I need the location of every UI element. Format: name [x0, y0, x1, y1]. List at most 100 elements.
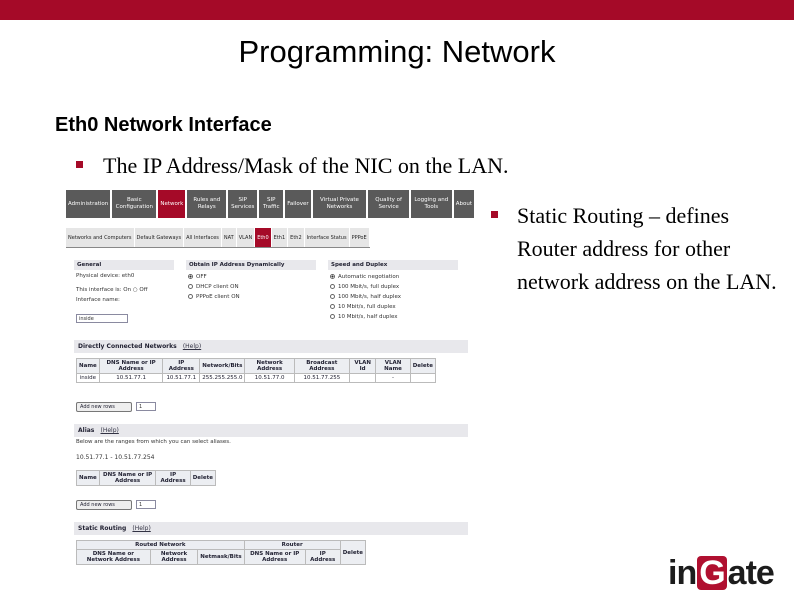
slide-title: Programming: Network [238, 34, 556, 69]
static-routing-section: Static Routing (Help) [74, 522, 468, 535]
bullet-text: The IP Address/Mask of the NIC on the LA… [103, 153, 509, 178]
sub-tab[interactable]: Eth2 [288, 228, 304, 247]
alias-range: 10.51.77.1 - 10.51.77.254 [76, 454, 155, 461]
radio-icon[interactable] [330, 284, 335, 289]
add-rows-count-input[interactable]: 1 [136, 402, 156, 411]
column-header: Delete [339, 540, 367, 565]
nav-tab[interactable]: Virtual Private Networks [312, 190, 367, 218]
radio-label: Automatic negotiation [338, 274, 400, 280]
radio-icon[interactable] [188, 284, 193, 289]
column-header: Netmask/Bits [197, 549, 245, 565]
table-cell[interactable]: 10.51.77.1 [162, 373, 201, 383]
table-cell[interactable]: 10.51.77.1 [98, 373, 164, 383]
radio-icon[interactable] [330, 304, 335, 309]
column-header: Delete [409, 358, 437, 374]
radio-icon[interactable] [330, 274, 335, 279]
radio-option[interactable]: DHCP client ON [188, 284, 239, 290]
sub-tab[interactable]: Eth0 [255, 228, 271, 247]
radio-option[interactable]: OFF [188, 274, 207, 280]
alias-note: Below are the ranges from which you can … [76, 439, 231, 445]
radio-option[interactable]: PPPoE client ON [188, 294, 240, 300]
nav-tab[interactable]: Network [158, 190, 186, 218]
ingate-logo: inGate [668, 554, 775, 592]
help-link[interactable]: (Help) [182, 343, 202, 350]
nav-tab[interactable]: Basic Configuration [112, 190, 157, 218]
static-routing-table: Routed Network Router Delete DNS Name or… [76, 540, 367, 565]
interface-name-input[interactable]: inside [76, 314, 128, 323]
alias-section: Alias (Help) [74, 424, 468, 437]
column-header: VLAN Id [348, 358, 377, 374]
nav-tab[interactable]: Quality of Service [368, 190, 409, 218]
interface-name-label: Interface name: [76, 297, 120, 303]
sub-tab[interactable]: Default Gateways [134, 228, 184, 247]
radio-icon[interactable] [330, 294, 335, 299]
column-header: Network/Bits [199, 358, 246, 374]
nav-tab[interactable]: Administration [66, 190, 111, 218]
sub-tab[interactable]: NAT [221, 228, 236, 247]
sub-tab[interactable]: Eth1 [271, 228, 288, 247]
nav-tab[interactable]: Rules and Relays [187, 190, 227, 218]
nav-tab[interactable]: Logging and Tools [410, 190, 452, 218]
radio-icon[interactable] [188, 274, 193, 279]
radio-icon[interactable] [330, 314, 335, 319]
sub-tab[interactable]: Networks and Computers [66, 228, 134, 247]
logo-text-pre: in [668, 554, 697, 592]
table-cell[interactable] [409, 373, 437, 383]
directly-connected-section: Directly Connected Networks (Help) [74, 340, 468, 353]
sub-tab[interactable]: All Interfaces [184, 228, 221, 247]
add-rows-button[interactable]: Add new rows [76, 402, 132, 412]
column-header: Name [76, 358, 100, 374]
nav-tab[interactable]: Failover [285, 190, 311, 218]
add-rows-count-input[interactable]: 1 [136, 500, 156, 509]
column-header: DNS Name or Network Address [76, 549, 151, 565]
nav-tab[interactable]: About [453, 190, 474, 218]
sub-tab[interactable]: Interface Status [304, 228, 349, 247]
radio-label: 10 Mbit/s, half duplex [338, 314, 398, 320]
column-header: IP Address [162, 358, 201, 374]
bullet-text: Static Routing – defines Router address … [517, 203, 777, 294]
sub-tab[interactable]: PPPoE [349, 228, 369, 247]
radio-label: 100 Mbit/s, half duplex [338, 294, 401, 300]
radio-option[interactable]: 10 Mbit/s, full duplex [330, 304, 396, 310]
section-title: Static Routing [78, 525, 127, 532]
radio-option[interactable]: 100 Mbit/s, half duplex [330, 294, 401, 300]
table-cell[interactable]: 10.51.77.0 [244, 373, 295, 383]
add-rows-button[interactable]: Add new rows [76, 500, 132, 510]
column-header: DNS Name or IP Address [98, 470, 157, 486]
column-header: Network Address [149, 549, 199, 565]
table-cell[interactable]: 255.255.255.0 [199, 373, 246, 383]
radio-option[interactable]: Automatic negotiation [330, 274, 399, 280]
speed-duplex-header: Speed and Duplex [328, 260, 458, 270]
radio-option[interactable]: 10 Mbit/s, half duplex [330, 314, 398, 320]
column-header: Network Address [244, 358, 295, 374]
radio-label: DHCP client ON [196, 284, 239, 290]
section-title: Directly Connected Networks [78, 343, 177, 350]
radio-icon[interactable] [188, 294, 193, 299]
help-link[interactable]: (Help) [100, 427, 119, 434]
nav-tab[interactable]: SIP Traffic [259, 190, 284, 218]
square-bullet-icon [491, 211, 498, 218]
table-cell[interactable]: inside [76, 373, 100, 383]
nav-tab[interactable]: SIP Services [228, 190, 258, 218]
top-accent-bar [0, 0, 794, 20]
square-bullet-icon [76, 161, 83, 168]
radio-label: 10 Mbit/s, full duplex [338, 304, 396, 310]
sub-tab[interactable]: VLAN [236, 228, 255, 247]
table-cell[interactable]: 10.51.77.255 [293, 373, 350, 383]
table-cell[interactable]: - [375, 373, 411, 383]
interface-state-text: This interface is: On ○ Off [76, 287, 148, 293]
table-cell[interactable] [348, 373, 377, 383]
help-link[interactable]: (Help) [132, 525, 151, 532]
radio-option[interactable]: 100 Mbit/s, full duplex [330, 284, 399, 290]
column-header: DNS Name or IP Address [98, 358, 164, 374]
column-header: IP Address [155, 470, 191, 486]
column-header: Broadcast Address [293, 358, 350, 374]
slide-subtitle: Eth0 Network Interface [55, 114, 272, 136]
radio-label: 100 Mbit/s, full duplex [338, 284, 400, 290]
logo-text-mid: G [697, 554, 727, 592]
obtain-ip-header: Obtain IP Address Dynamically [186, 260, 316, 270]
section-title: Alias [78, 427, 95, 434]
